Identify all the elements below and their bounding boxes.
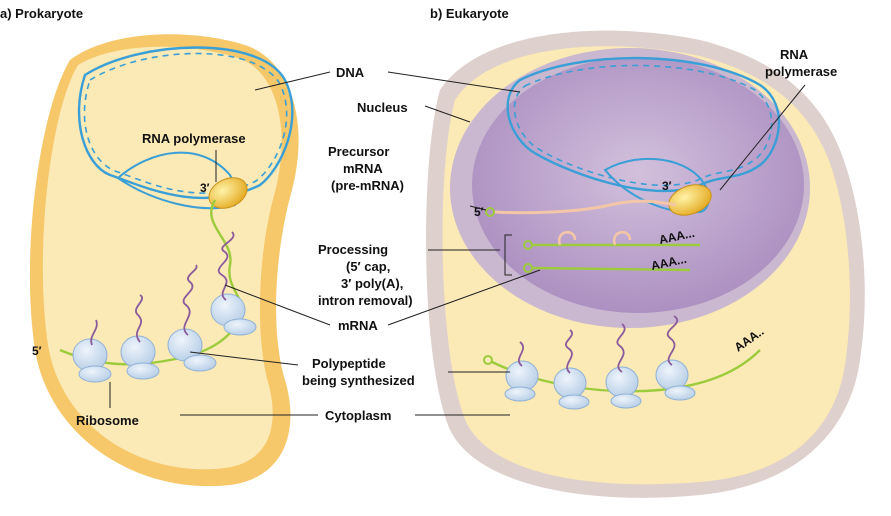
polypeptide-label-2: being synthesized (302, 373, 415, 388)
ribosomes-prokaryote (72, 293, 257, 383)
processing-label-2: (5′ cap, (346, 259, 390, 274)
processing-label-3: 3′ poly(A), (341, 276, 403, 291)
five-prime-eukaryote: 5′ (474, 205, 484, 219)
prokaryote-title: a) Prokaryote (0, 6, 83, 21)
five-prime-cap (485, 207, 495, 217)
dna-label: DNA (336, 65, 365, 80)
rna-polymerase-label-eukaryote: RNA (780, 47, 809, 62)
processing-mrna-2 (531, 266, 691, 272)
cytoplasm-label: Cytoplasm (325, 408, 391, 423)
intron-loop-2 (612, 231, 632, 246)
polypeptides-prokaryote (90, 231, 235, 346)
ribosome (78, 365, 112, 383)
precursor-mrna-label-2: mRNA (343, 161, 383, 176)
eukaryote-panel (424, 30, 865, 498)
eukaryote-title: b) Eukaryote (430, 6, 509, 21)
precursor-mrna-label: Precursor (328, 144, 389, 159)
nucleus-label: Nucleus (357, 100, 408, 115)
ribosomes-eukaryote (504, 359, 696, 410)
rna-polymerase-prokaryote (208, 177, 248, 209)
pre-mrna (494, 199, 677, 215)
five-prime-prokaryote: 5′ (32, 344, 42, 358)
ribosome (664, 385, 696, 401)
ribosome (558, 394, 590, 410)
processing-label: Processing (318, 242, 388, 257)
precursor-mrna-label-3: (pre-mRNA) (331, 178, 404, 193)
cap-2 (523, 263, 533, 273)
intron-loop-1 (557, 231, 577, 246)
three-prime-prokaryote: 3′ (200, 181, 210, 195)
ribosome-label: Ribosome (76, 413, 139, 428)
rna-polymerase-label-eukaryote-2: polymerase (765, 64, 837, 79)
cap-3 (483, 355, 493, 365)
prokaryote-panel (29, 34, 318, 487)
nucleus (472, 57, 804, 313)
cap-1 (523, 240, 533, 250)
ribosome (183, 354, 217, 372)
three-prime-eukaryote: 3′ (662, 179, 672, 193)
rna-polymerase-eukaryote (668, 184, 712, 216)
dna-strand-a-euk (506, 56, 781, 193)
dna-strand-a (77, 46, 294, 200)
polypeptides-eukaryote (517, 315, 678, 374)
ribosome (126, 362, 160, 380)
mrna-label: mRNA (338, 318, 378, 333)
dna-strand-b (83, 52, 288, 194)
polypeptide-label: Polypeptide (312, 356, 386, 371)
rna-polymerase-label-prokaryote: RNA polymerase (142, 131, 246, 146)
processing-label-4: intron removal) (318, 293, 413, 308)
ribosome (504, 386, 536, 402)
ribosome (223, 318, 257, 336)
ribosome (610, 393, 642, 409)
